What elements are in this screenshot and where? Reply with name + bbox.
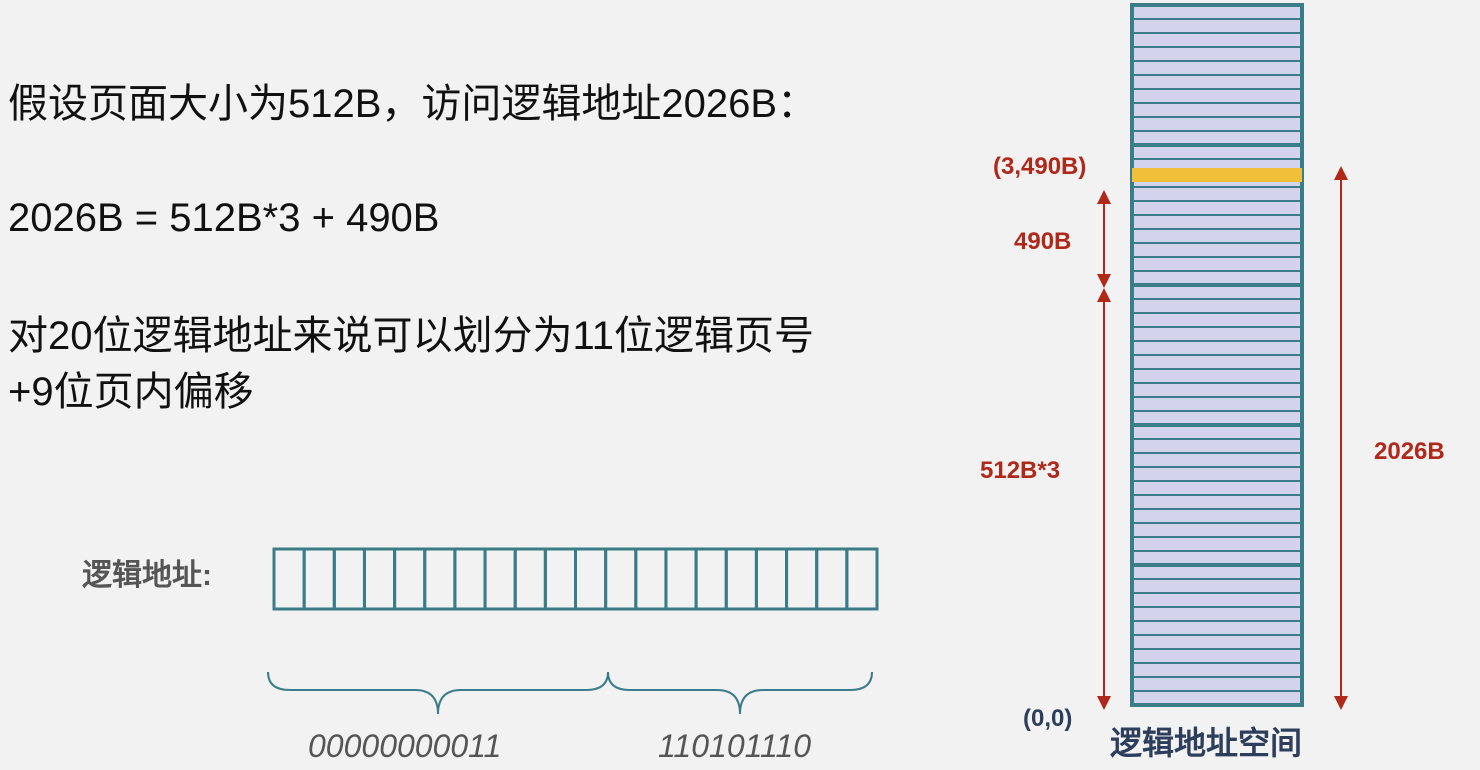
address-bit-cell: [694, 547, 728, 611]
page-offset-brace: [607, 671, 873, 715]
address-bit-cell: [634, 547, 668, 611]
logical-address-bit-bar: [272, 547, 879, 611]
address-bit-cell: [604, 547, 638, 611]
page-block: [1130, 283, 1304, 427]
address-bit-cell: [423, 547, 457, 611]
arrow-down-icon: [1097, 696, 1111, 710]
pages-size-label: 512B*3: [980, 457, 1061, 484]
arrow-heads: [1097, 166, 1348, 710]
address-bit-cell: [362, 547, 397, 611]
page-block-border: [1130, 563, 1304, 707]
address-bit-cell: [483, 547, 517, 611]
total-size-label: 2026B: [1374, 438, 1445, 465]
page-number-bits: 00000000011: [308, 728, 502, 764]
arrow-up-icon: [1097, 288, 1111, 302]
address-bit-cell: [332, 547, 366, 611]
bit-split-description-cont: +9位页内偏移: [8, 370, 254, 414]
target-address-marker: [1132, 168, 1302, 182]
arrow-up-icon: [1334, 166, 1348, 180]
address-bit-cell: [513, 547, 547, 611]
origin-label: (0,0): [1023, 705, 1073, 732]
address-bit-cell: [574, 547, 608, 611]
page-number-brace: [267, 671, 609, 715]
target-address-label: (3,490B): [993, 153, 1087, 180]
logical-address-label: 逻辑地址:: [82, 559, 212, 592]
address-equation: 2026B = 512B*3 + 490B: [8, 196, 440, 240]
address-bit-cell: [393, 547, 427, 611]
problem-statement: 假设页面大小为512B，访问逻辑地址2026B：: [8, 82, 818, 126]
page-offset-bits: 110101110: [658, 728, 812, 764]
address-space-title: 逻辑地址空间: [1110, 725, 1303, 761]
address-bit-cell: [302, 547, 336, 611]
page-block: [1130, 3, 1304, 147]
address-bit-cell: [754, 547, 789, 611]
logical-address-space-column: [1130, 3, 1304, 707]
offset-size-label: 490B: [1014, 228, 1072, 255]
bit-split-description: 对20位逻辑地址来说可以划分为11位逻辑页号: [8, 314, 815, 358]
arrow-down-icon: [1334, 696, 1348, 710]
address-bit-cell: [845, 547, 879, 611]
address-bit-cell: [785, 547, 819, 611]
address-bit-cell: [664, 547, 698, 611]
dimension-arrows: [1103, 174, 1342, 702]
page-block: [1130, 563, 1304, 707]
arrow-down-icon: [1097, 274, 1111, 288]
arrow-up-icon: [1097, 190, 1111, 204]
address-bit-cell: [453, 547, 487, 611]
address-bit-cell: [815, 547, 849, 611]
address-bit-cell: [272, 547, 306, 611]
address-bit-cell: [543, 547, 577, 611]
address-bit-cell: [724, 547, 758, 611]
